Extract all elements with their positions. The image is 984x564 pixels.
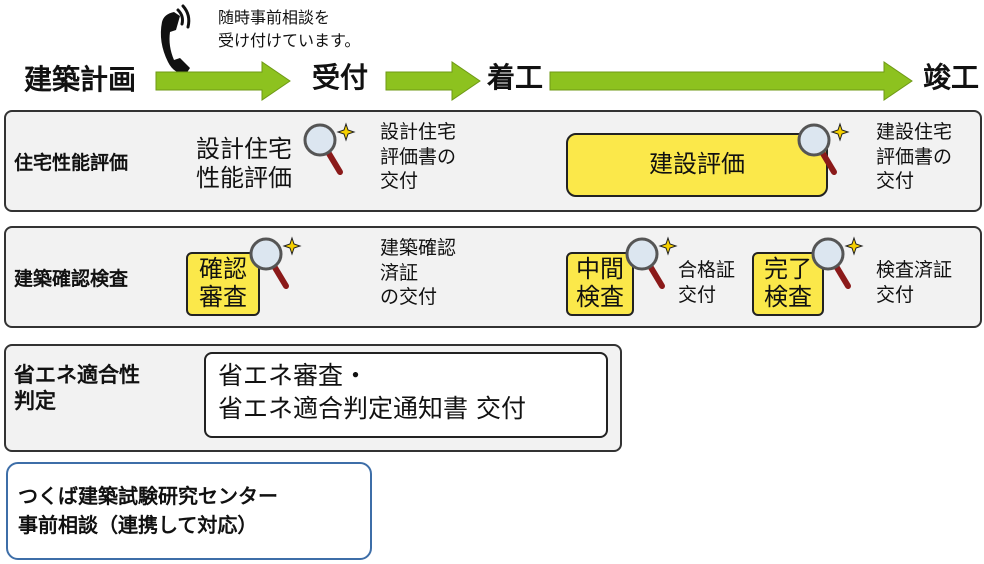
- stage-completion: 竣工: [923, 61, 980, 94]
- flow-arrows: [155, 61, 913, 101]
- design-eval-text: 設計住宅 性能評価: [196, 135, 292, 192]
- energy-compliance-label: 省エネ適合性 判定: [14, 363, 140, 414]
- final-doc-text: 検査済証 交付: [876, 259, 953, 306]
- final-inspection-box: 完了 検査: [752, 252, 824, 316]
- interim-inspection-text: 中間 検査: [576, 255, 624, 311]
- construction-eval-box: 建設評価: [566, 133, 828, 197]
- phone-consult-note: 随時事前相談を 受け付けています。: [218, 8, 361, 51]
- final-inspection-text: 完了 検査: [764, 255, 812, 311]
- construction-eval-text: 建設評価: [649, 150, 745, 179]
- confirmation-doc-text: 建築確認 済証 の交付: [380, 237, 457, 309]
- interim-inspection-box: 中間 検査: [566, 252, 634, 316]
- magnifier-sparkle-icon: [811, 236, 864, 289]
- energy-detail-box: 省エネ審査・ 省エネ適合判定通知書 交付: [204, 352, 608, 438]
- interim-doc-text: 合格証 交付: [678, 259, 736, 306]
- arrow-start-to-completion: [549, 61, 913, 101]
- magnifier-sparkle-icon: [303, 122, 356, 175]
- construction-doc-text: 建設住宅 評価書の 交付: [876, 121, 953, 193]
- confirmation-review-box: 確認 審査: [186, 252, 260, 316]
- tsukuba-consult-text: つくば建築試験研究センター 事前相談（連携して対応）: [18, 484, 278, 537]
- arrow-reception-to-start: [385, 61, 481, 101]
- magnifier-sparkle-icon: [797, 122, 850, 175]
- phone-icon: [160, 4, 191, 74]
- confirmation-review-text: 確認 審査: [199, 255, 247, 311]
- stage-start: 着工: [487, 61, 544, 94]
- magnifier-sparkle-icon: [249, 236, 302, 289]
- design-doc-text: 設計住宅 評価書の 交付: [380, 121, 457, 193]
- arrow-planning-to-reception: [155, 61, 291, 101]
- tsukuba-consult-box: つくば建築試験研究センター 事前相談（連携して対応）: [6, 462, 372, 560]
- stage-reception: 受付: [312, 61, 369, 94]
- building-confirmation-label: 建築確認検査: [14, 268, 129, 290]
- energy-detail-text: 省エネ審査・ 省エネ適合判定通知書 交付: [218, 361, 526, 423]
- housing-performance-label: 住宅性能評価: [14, 152, 129, 174]
- stage-planning: 建築計画: [24, 63, 137, 96]
- magnifier-sparkle-icon: [625, 236, 678, 289]
